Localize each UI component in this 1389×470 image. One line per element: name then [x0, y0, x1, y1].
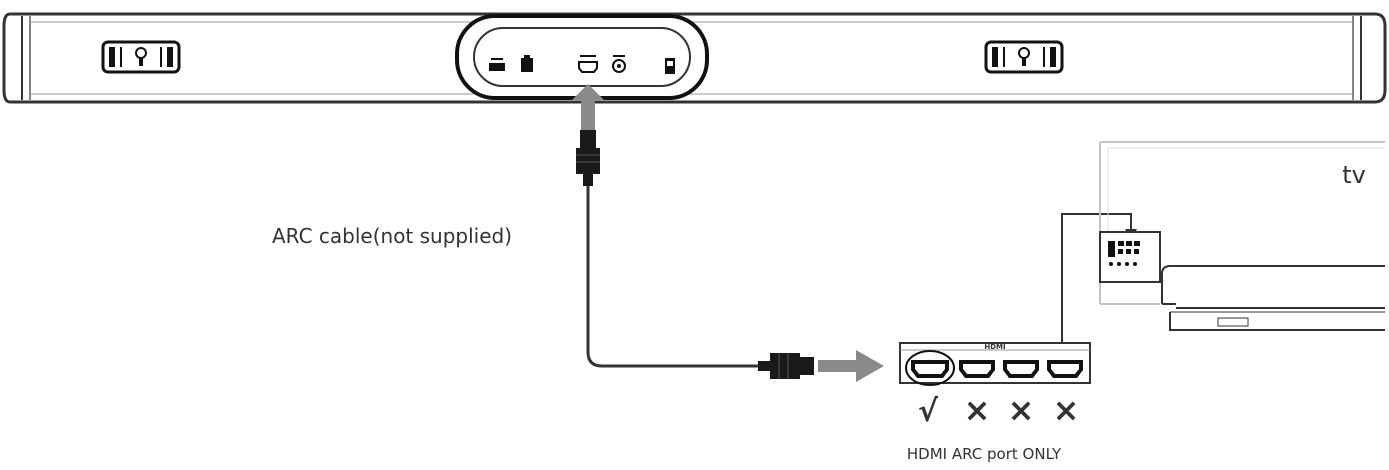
hdmi-arc-port-only-label: HDMI ARC port ONLY — [907, 445, 1062, 463]
aux-port-icon — [612, 55, 626, 73]
port-4-cross-mark: × — [1053, 391, 1080, 429]
hdmi-port-2 — [959, 360, 995, 378]
arc-port-highlight-circle — [905, 350, 955, 386]
soundbar-connector-panel — [455, 14, 709, 100]
hdmi-plug-top — [576, 130, 600, 186]
hdmi-plug-bottom — [758, 353, 814, 379]
optical-port-icon — [489, 58, 505, 71]
arrow-to-soundbar-port — [572, 84, 604, 130]
wall-mount-bracket-right — [984, 40, 1064, 74]
port-2-cross-mark: × — [964, 391, 991, 429]
power-port-icon — [665, 58, 675, 74]
tv-hdmi-panel: HDMI — [899, 342, 1091, 386]
port-1-check-mark: √ — [918, 394, 939, 429]
hdmi-panel-label: HDMI — [984, 343, 1005, 351]
port-3-cross-mark: × — [1008, 391, 1035, 429]
tv-back-port-block — [1099, 231, 1161, 283]
hdmi-port-4 — [1047, 360, 1083, 378]
tv: tv — [1099, 141, 1385, 331]
hdmi-port-1 — [911, 360, 949, 378]
tv-label: tv — [1342, 161, 1366, 189]
port-marks: √ × × × — [918, 391, 1079, 429]
arc-cable-label: ARC cable(not supplied) — [272, 224, 512, 248]
arc-cable — [576, 130, 814, 379]
soundbar — [2, 12, 1387, 104]
hdmi-arc-port-icon — [578, 55, 598, 73]
arrow-to-tv-port — [818, 350, 884, 382]
tv-stand — [1161, 265, 1385, 331]
usb-port-icon — [521, 55, 533, 72]
hdmi-port-3 — [1003, 360, 1039, 378]
wall-mount-bracket-left — [101, 40, 181, 74]
